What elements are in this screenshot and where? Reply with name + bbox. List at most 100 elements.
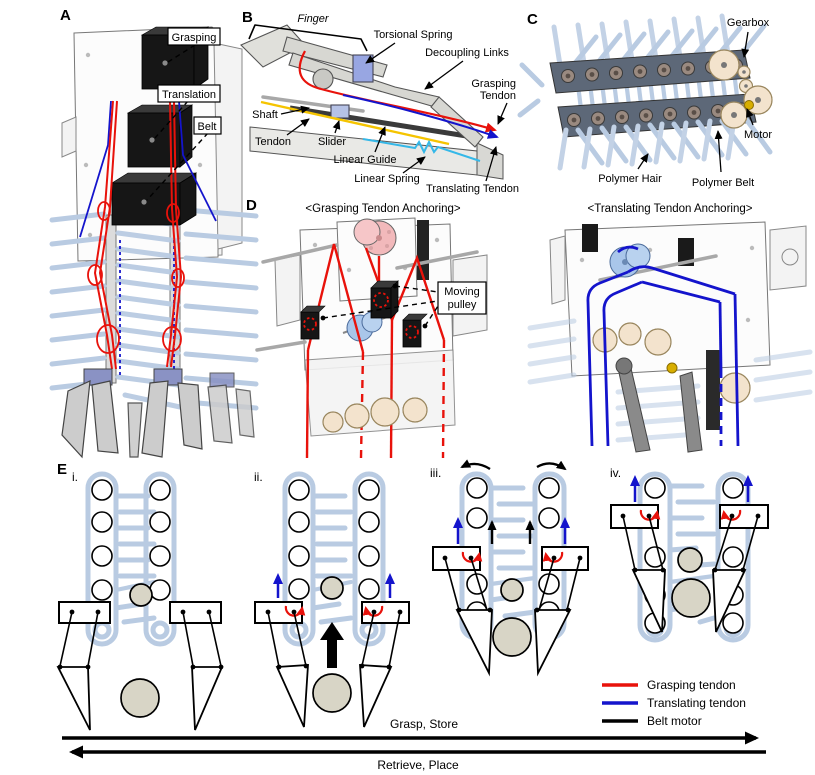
- translating-tendon-lines-d: [586, 245, 740, 447]
- slider-block: [330, 104, 350, 119]
- belt-hairs: [488, 485, 538, 619]
- label-arrows-c: [637, 31, 754, 173]
- label-leaders-a: [146, 44, 209, 201]
- moving-pulley-leaders: [322, 285, 439, 327]
- belt-loop-right: [715, 471, 751, 643]
- belt-loop-right: [352, 471, 386, 647]
- panel-d-letter: D: [246, 197, 257, 214]
- belt-hairs: [310, 493, 354, 625]
- lift-arrow: [320, 622, 344, 668]
- panel-c-letter: C: [527, 11, 538, 28]
- motor-label: Motor: [744, 129, 772, 141]
- panel-b-letter: B: [242, 9, 253, 26]
- legend-grasping-tendon: Grasping tendon: [647, 678, 736, 692]
- belt-motor-carriage-right: [719, 504, 769, 529]
- panel-c-polymer-belt-module: Gearbox Motor Polymer Hair Polymer Belt: [517, 13, 773, 189]
- stored-object: [677, 547, 703, 573]
- finger-linkage: [444, 557, 581, 677]
- shaft-label: Shaft: [252, 109, 278, 121]
- belt-rotation-arrow-left: [460, 459, 491, 471]
- finger-linkage: [267, 611, 401, 728]
- gear-train-d-left: [322, 397, 428, 433]
- schematic-step-iv: [610, 471, 769, 643]
- step-label-ii: ii.: [254, 470, 263, 484]
- retrieved-object: [671, 578, 711, 618]
- panel-d-grasping-anchoring: <Grasping Tendon Anchoring>: [255, 203, 488, 459]
- panel-e-sequence: i. ii. iii. iv.: [56, 459, 769, 772]
- linear-spring-line: [362, 138, 481, 162]
- grasping-tendon-lines-a: [93, 100, 183, 370]
- translating-tendon-label: Translating Tendon: [426, 183, 519, 195]
- target-object: [120, 678, 160, 718]
- decoupling-links-label: Decoupling Links: [425, 47, 509, 59]
- belt-hairs: [667, 483, 717, 625]
- frame-dark-bar: [417, 220, 429, 280]
- motor-pinion-2: [666, 362, 678, 374]
- belt-rollers: [91, 479, 171, 601]
- step-label-iii: iii.: [430, 466, 441, 480]
- backward-arrow-label: Retrieve, Place: [377, 758, 459, 772]
- finger-mounts: [83, 368, 235, 388]
- process-direction-arrows: Grasp, Store Retrieve, Place: [62, 717, 766, 772]
- moving-pulley-label-l1: Moving: [444, 286, 479, 298]
- tendon-routing-highlights: [87, 201, 185, 354]
- panel-e-letter: E: [57, 461, 68, 478]
- stored-object: [500, 578, 524, 602]
- grasping-tendon-rotation-right: [542, 551, 564, 563]
- forward-arrow-label: Grasp, Store: [390, 717, 458, 731]
- schematic-step-iii: [432, 459, 589, 677]
- linear-spring-label: Linear Spring: [354, 173, 419, 185]
- legend-translating-tendon: Translating tendon: [647, 696, 746, 710]
- belt-rotation-arrow-right: [536, 460, 567, 471]
- panel-b-finger-mechanism: Finger Torsional Spring Decoupling Links…: [240, 13, 519, 195]
- legend-belt-motor: Belt motor: [647, 714, 702, 728]
- moving-pulley-right: [402, 313, 428, 348]
- belt-loop-left: [85, 471, 119, 647]
- grasping-label: Grasping: [172, 32, 217, 44]
- belt-motor-carriage-left: [58, 601, 111, 624]
- schematic-step-i: [56, 471, 224, 731]
- belt-rollers: [288, 479, 380, 600]
- translation-label-box: Translation: [157, 84, 221, 103]
- grasping-tendon-label-l2: Tendon: [480, 90, 516, 102]
- grasping-tendon-rotation-right: [362, 605, 384, 617]
- gearbox-label: Gearbox: [727, 17, 770, 29]
- hair-root-discs-bottom: [567, 102, 749, 127]
- grasping-tendon-label-l1: Grasping: [471, 78, 516, 90]
- grasping-label-box: Grasping: [167, 27, 221, 46]
- frame-dark-bar-2: [706, 350, 720, 430]
- grasping-tendon-rotation-left: [461, 551, 483, 563]
- moving-pulley-top: [370, 280, 399, 319]
- stored-object: [320, 576, 344, 600]
- hairs-bottom-back: [557, 117, 737, 171]
- stored-object: [129, 583, 153, 607]
- linear-guide-label: Linear Guide: [334, 154, 397, 166]
- hairs-bottom-front: [575, 116, 773, 166]
- tendon-lines-b: [260, 50, 499, 162]
- label-arrows-b: [280, 42, 508, 182]
- belt-loop-left: [282, 471, 316, 647]
- step-label-iv: iv.: [610, 466, 621, 480]
- polymer-belt-label: Polymer Belt: [692, 177, 754, 189]
- grasping-tendon-line: [320, 87, 497, 133]
- panel-a-letter: A: [60, 7, 71, 24]
- step-label-i: i.: [72, 470, 78, 484]
- tendon-yellow-line: [260, 100, 450, 146]
- grasping-tendon-rotation-right: [720, 509, 742, 521]
- belt-loop-left: [637, 471, 673, 643]
- moving-pulley-label-l2: pulley: [448, 299, 477, 311]
- belt-motor-carriage-right: [169, 601, 222, 624]
- slider-label: Slider: [318, 136, 346, 148]
- finger-link-assembly: [240, 24, 484, 148]
- schematic-step-ii: [254, 471, 410, 728]
- gripper-fingers: [61, 380, 255, 459]
- anchor-block-right: [678, 238, 694, 266]
- grasping-tendon-wrap: [298, 50, 322, 91]
- translating-anchoring-title: <Translating Tendon Anchoring>: [588, 203, 753, 215]
- anchor-block-left: [582, 224, 598, 252]
- gearbox-gears: [708, 49, 773, 129]
- panel-a-gripper-assembly: Grasping Translation Belt: [49, 26, 259, 459]
- tendon-guide-pulley-blue: [342, 311, 388, 342]
- belt-label-box: Belt: [193, 116, 222, 135]
